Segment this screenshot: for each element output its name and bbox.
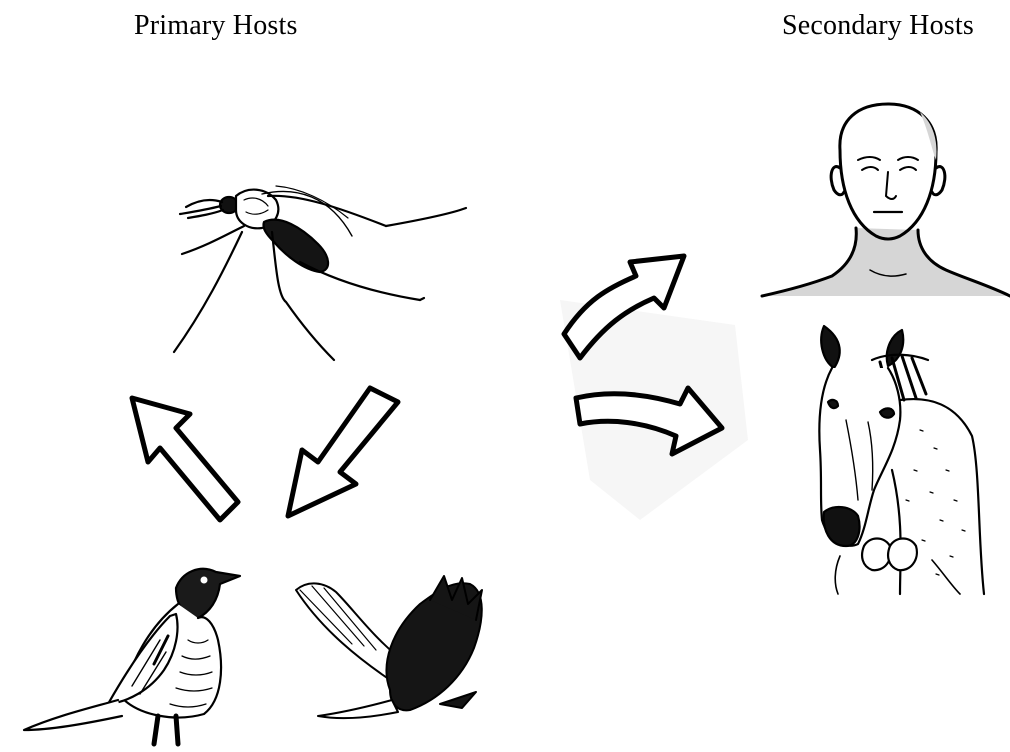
mosquito-drawing — [174, 186, 466, 360]
human-head-drawing — [762, 104, 1010, 296]
crow-flying-drawing — [296, 576, 482, 718]
robin-drawing — [24, 569, 240, 744]
cycle-arrow-up — [132, 398, 238, 520]
horse-head-drawing — [819, 326, 984, 594]
cycle-arrow-down — [288, 388, 398, 516]
